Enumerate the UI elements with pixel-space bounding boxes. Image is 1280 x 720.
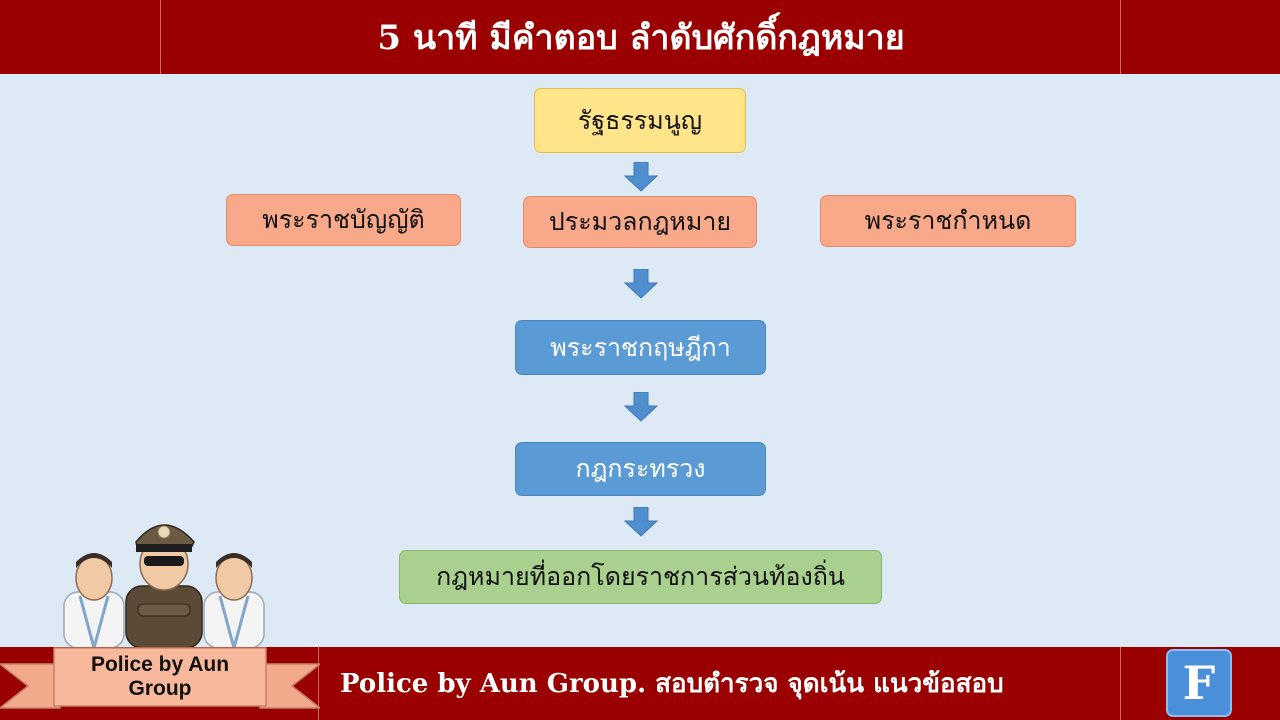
local-laws-box: กฎหมายที่ออกโดยราชการส่วนท้องถิ่น (399, 550, 882, 604)
page-title: 5 นาที มีคำตอบ ลำดับศักดิ์กฎหมาย (377, 18, 905, 58)
footer-cell-center (319, 647, 1121, 720)
down-arrow-icon (624, 269, 658, 299)
footer-tagline: Police by Aun Group. สอบตำรวจ จุดเน้น แน… (340, 669, 1004, 699)
ribbon-banner (0, 647, 320, 709)
header-banner (0, 0, 1280, 74)
police-mascot-icon (63, 524, 265, 648)
down-arrow-icon (624, 507, 658, 537)
royal-decree-box: พระราชกฤษฎีกา (515, 320, 766, 375)
header-cell-right (1121, 0, 1280, 74)
header-cell-left (0, 0, 161, 74)
codes-box: ประมวลกฎหมาย (523, 196, 757, 248)
down-arrow-icon (624, 162, 658, 192)
ministerial-regulation-box: กฎกระทรวง (515, 442, 766, 496)
acts-box: พระราชบัญญัติ (226, 194, 461, 246)
header-cell-center (161, 0, 1121, 74)
down-arrow-icon (624, 392, 658, 422)
footer-cell-left (0, 647, 319, 720)
constitution-box: รัฐธรรมนูญ (534, 88, 746, 153)
emergency-decree-box: พระราชกำหนด (820, 195, 1076, 247)
logo-label: Police by Aun Group (90, 653, 230, 700)
facebook-icon[interactable]: F (1166, 649, 1232, 717)
facebook-letter: F (1182, 656, 1216, 710)
